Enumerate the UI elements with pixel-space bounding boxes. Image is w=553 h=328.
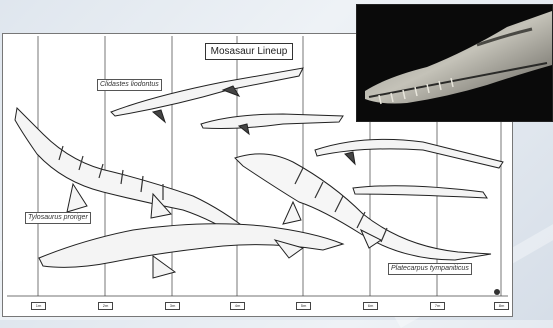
scale-figure-icon bbox=[494, 289, 500, 295]
clidastes-drawing-2 bbox=[201, 114, 343, 134]
axis-mark-3: 3m bbox=[165, 302, 180, 310]
axis-mark-6: 6m bbox=[363, 302, 378, 310]
skull-fossil-drawing bbox=[357, 5, 552, 121]
clidastes-drawing-3 bbox=[315, 139, 503, 168]
axis-mark-7: 7m bbox=[430, 302, 445, 310]
label-platecarpus: Platecarpus tympaniticus bbox=[388, 263, 472, 275]
label-clidastes: Clidastes liodontus bbox=[97, 79, 162, 91]
axis-mark-1: 1m bbox=[31, 302, 46, 310]
skull-fossil-photo bbox=[356, 4, 553, 122]
axis-mark-5: 5m bbox=[296, 302, 311, 310]
axis-mark-2: 2m bbox=[98, 302, 113, 310]
axis-mark-4: 4m bbox=[230, 302, 245, 310]
label-tylosaurus: Tylosaurus proriger bbox=[25, 212, 91, 224]
axis-mark-8: 8m bbox=[494, 302, 509, 310]
chart-title: Mosasaur Lineup bbox=[205, 43, 293, 60]
